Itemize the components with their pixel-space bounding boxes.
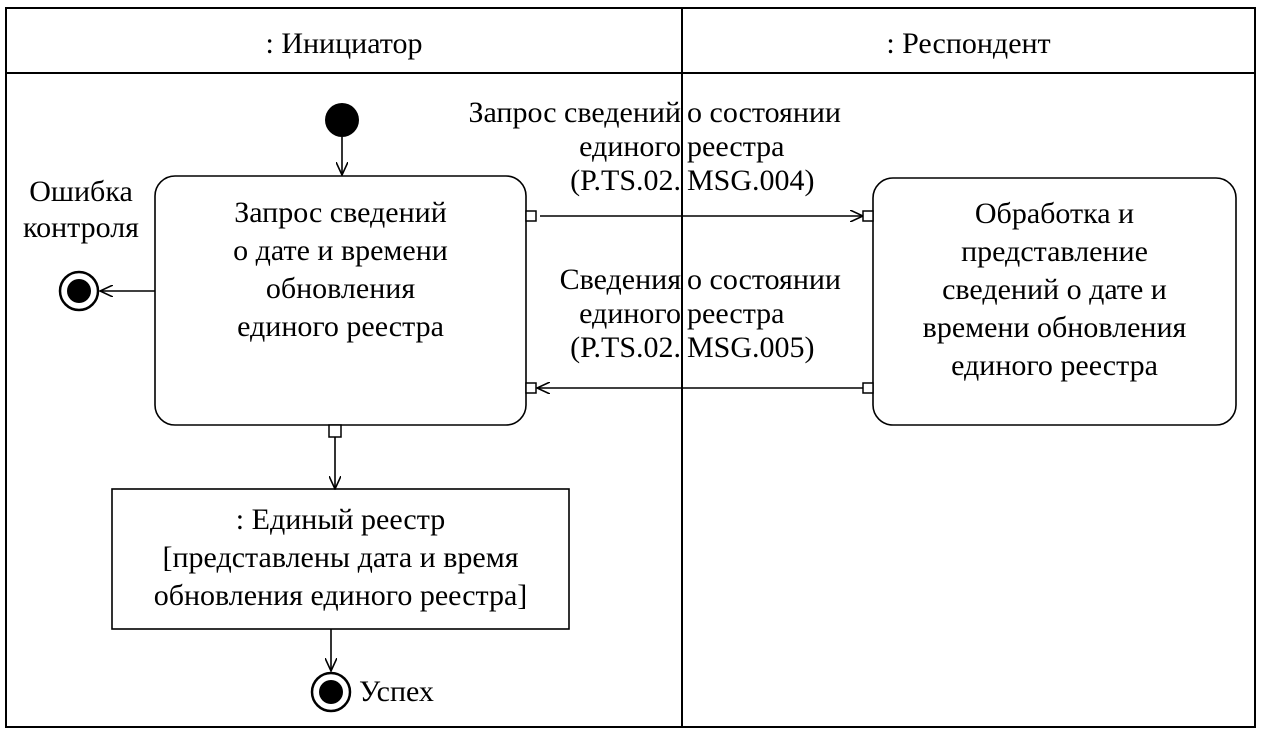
request-action-label: Запрос сведений о дате и времени обновле…: [233, 196, 448, 343]
request-message-label-left: Запрос сведений единого (P.TS.02.: [468, 96, 681, 197]
pin-request-output: [328, 424, 342, 438]
pin-response-in: [525, 382, 537, 394]
response-message-label-left: Сведения единого (P.TS.02.: [559, 263, 681, 364]
diagram-frame: [5, 7, 1256, 728]
pin-request-out: [525, 210, 537, 222]
lane-respondent-header: : Респондент: [886, 27, 1051, 60]
pin-response-out: [862, 382, 874, 394]
object-node-label: : Единый реестр [представлены дата и вре…: [153, 503, 528, 612]
lane-initiator-header: : Инициатор: [265, 27, 423, 60]
pin-request-in: [862, 210, 874, 222]
error-final-node-dot: [67, 279, 91, 303]
process-action-box: [872, 177, 1237, 426]
initial-node: [325, 103, 359, 137]
success-final-node-dot: [319, 680, 343, 704]
response-message-label-right: о состоянии реестра MSG.005): [687, 263, 841, 364]
process-action-label: Обработка и представление сведений о дат…: [922, 197, 1187, 382]
error-label: Ошибка контроля: [23, 175, 139, 244]
success-label: Успех: [359, 675, 434, 708]
object-node-box: [111, 488, 570, 630]
request-message-label-right: о состоянии реестра MSG.004): [687, 96, 841, 197]
